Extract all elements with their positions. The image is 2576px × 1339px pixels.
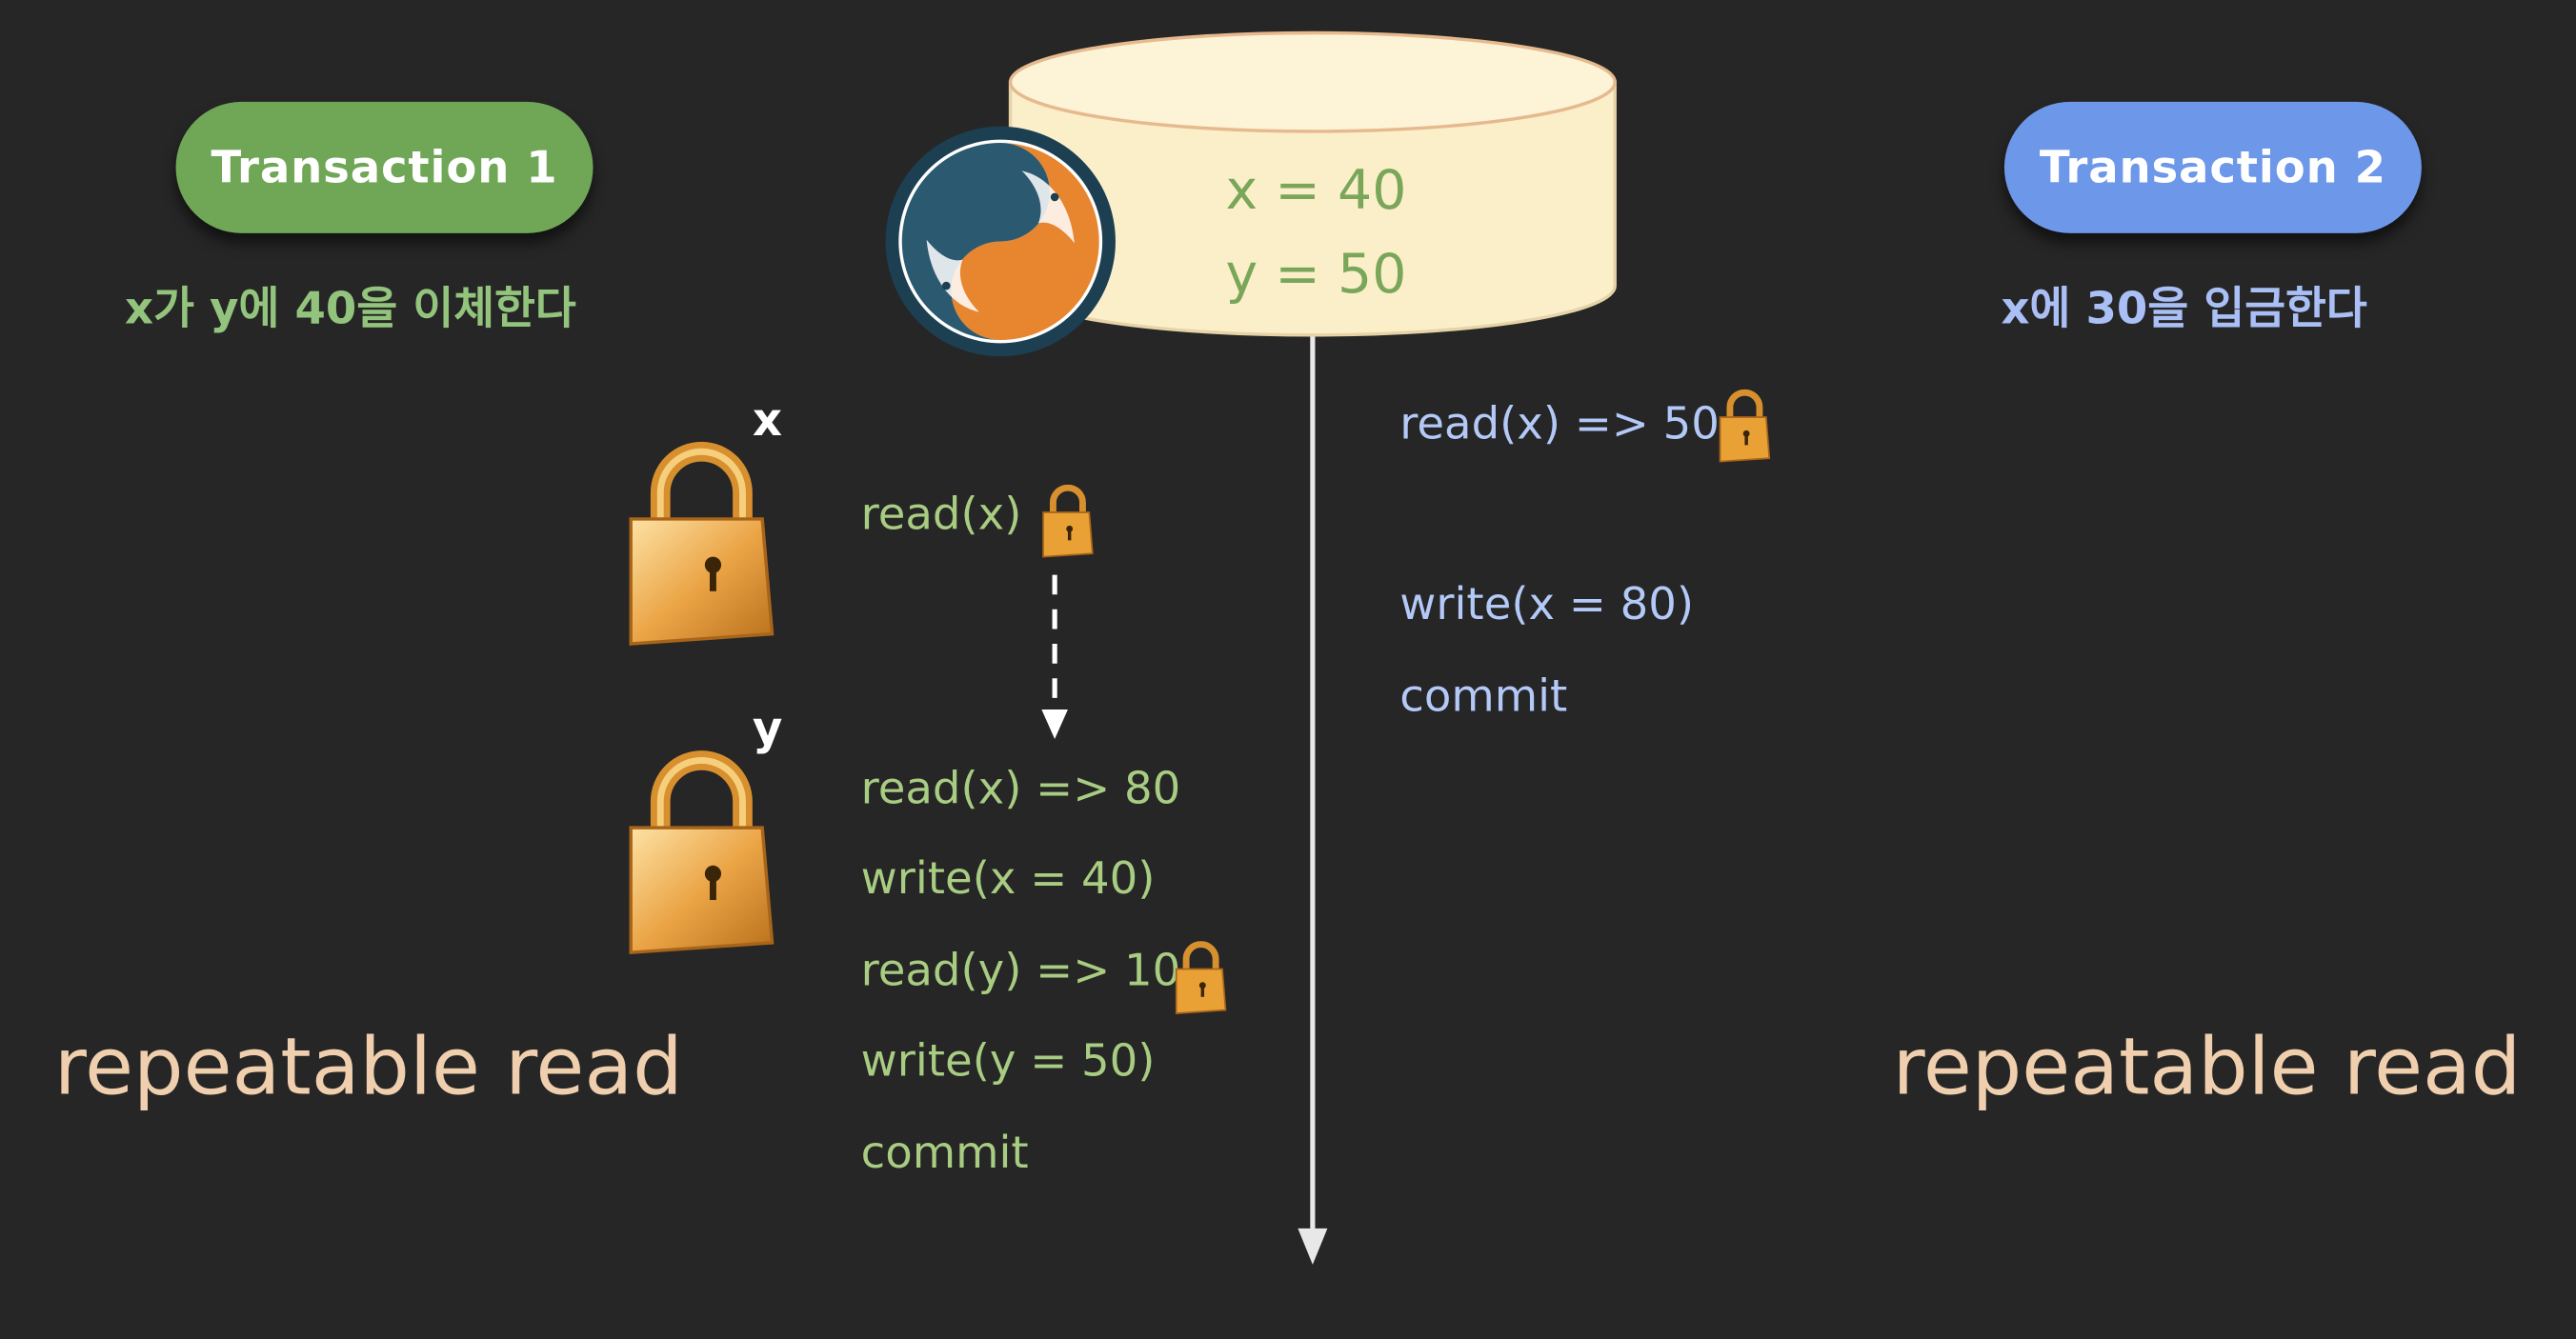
padlock-icon [629, 750, 775, 955]
t2-op-write-x: write(x = 80) [1399, 579, 1695, 631]
lock-x-label: x [752, 392, 782, 448]
t1-op-read-y: read(y) => 10 [860, 946, 1181, 997]
transaction-2-label: Transaction 2 [2003, 101, 2422, 233]
transaction-1-isolation-level: repeatable read [53, 1021, 683, 1114]
db-value-y: y = 50 [1225, 241, 1407, 306]
mysql-dolphin-icon [885, 126, 1116, 357]
transaction-2-isolation-level: repeatable read [1892, 1021, 2522, 1114]
db-value-x: x = 40 [1225, 157, 1407, 222]
lock-y-label: y [752, 701, 783, 756]
transaction-2-description: x에 30을 입금한다 [2001, 284, 2367, 335]
padlock-icon [1175, 941, 1227, 1014]
database-cylinder [1008, 30, 1617, 337]
t1-op-read-x-result: read(x) => 80 [860, 763, 1181, 815]
t1-op-read-x: read(x) [860, 489, 1022, 541]
t2-op-read-x: read(x) => 50 [1399, 399, 1720, 450]
padlock-icon [1719, 389, 1771, 463]
t2-op-commit: commit [1399, 671, 1568, 723]
transaction-1-description: x가 y에 40을 이체한다 [125, 284, 576, 335]
transaction-1-label: Transaction 1 [175, 101, 594, 233]
padlock-icon [629, 441, 775, 646]
t1-op-write-y: write(y = 50) [860, 1036, 1156, 1088]
t1-op-commit: commit [860, 1128, 1029, 1180]
dashed-wait-arrow [1041, 574, 1068, 740]
padlock-icon [1042, 484, 1094, 558]
t1-op-write-x: write(x = 40) [860, 853, 1156, 906]
